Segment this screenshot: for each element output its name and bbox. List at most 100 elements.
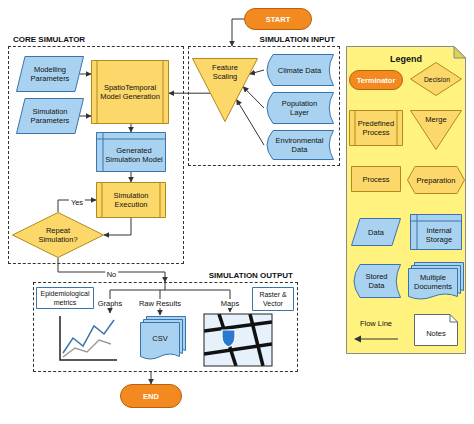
decision-diamond: Repeat Simulation? — [12, 212, 104, 258]
note-box: Raster & Vector — [252, 287, 294, 311]
flow-line — [80, 74, 92, 75]
edge-label: Yes — [69, 198, 85, 207]
shape-label: SpatioTemporal Model Generation — [99, 83, 161, 101]
core-simulator-group: CORE SIMULATORModelling ParametersSimula… — [8, 46, 184, 264]
text-holder: Repeat Simulation? — [12, 212, 104, 258]
map-icon — [204, 314, 272, 366]
shape-label: START — [249, 15, 307, 24]
shape-label: Modelling Parameters — [26, 65, 74, 83]
branch-label: Raw Results — [137, 299, 183, 308]
process-stroke — [352, 167, 401, 192]
predefined-stroke — [355, 111, 397, 146]
text-holder: Population Layer — [264, 92, 334, 124]
shape-label: Generated Simulation Model — [105, 146, 163, 164]
legend-label: Decision — [424, 75, 448, 84]
text-holder: Flow Line — [351, 318, 401, 344]
shape-label: END — [125, 392, 177, 401]
merge-triangle: Feature Scaling — [192, 58, 258, 122]
text-holder: Preparation — [407, 166, 465, 194]
data-stroke — [17, 99, 84, 134]
legend-item: Internal Storage — [410, 214, 462, 250]
label-holder: Graphs — [96, 292, 125, 310]
shape-label: Repeat Simulation? — [26, 226, 90, 244]
legend-item: Flow Line — [351, 318, 401, 344]
text-holder: Internal Storage — [410, 214, 462, 250]
data-parallelogram: Simulation Parameters — [16, 98, 84, 134]
shape-label: Epidemiological metrics — [38, 289, 92, 307]
predefined-stroke — [102, 183, 160, 218]
flow-line — [250, 70, 264, 74]
legend-label: Flow Line — [351, 319, 401, 328]
legend-heading: Legend — [388, 55, 424, 64]
shape-label: Feature Scaling — [202, 63, 248, 81]
text-holder: Epidemiological metrics — [36, 287, 94, 309]
terminator-stroke — [350, 71, 403, 90]
shape-label: Simulation Execution — [104, 191, 158, 209]
text-holder: Notes — [414, 314, 458, 346]
shape-label: Population Layer — [272, 99, 327, 117]
legend-item: Terminator — [349, 70, 403, 90]
legend-item: Multiple Documents — [408, 262, 464, 302]
text-holder: SpatioTemporal Model Generation — [91, 60, 169, 124]
text-holder: Predefined Process — [349, 110, 403, 146]
legend-label: Data — [361, 228, 391, 237]
text-holder: Multiple Documents — [408, 262, 464, 302]
data-stroke — [17, 57, 84, 92]
graph-icon — [55, 315, 118, 364]
shape-label: CSV — [142, 334, 178, 343]
flow-line — [80, 116, 92, 117]
legend-item: Stored Data — [351, 264, 401, 298]
text-holder: Terminator — [349, 70, 403, 90]
box-stroke — [37, 288, 94, 309]
stored-data-shape: Environmental Data — [264, 130, 334, 160]
shape-label: Raster & Vector — [254, 290, 292, 308]
flow-line — [131, 124, 132, 132]
internal-stroke — [411, 215, 462, 250]
predefined-stroke — [350, 111, 403, 146]
decision-stroke — [411, 63, 462, 96]
shape-label: Climate Data — [272, 66, 327, 75]
stored-stroke — [267, 93, 334, 124]
label-holder: Legend — [388, 48, 424, 66]
flow-line — [104, 218, 131, 235]
legend-item: Merge — [410, 110, 462, 150]
flow-line — [131, 172, 132, 182]
internal-stroke — [97, 133, 166, 172]
text-holder: Environmental Data — [264, 130, 334, 160]
text-holder: Stored Data — [351, 264, 401, 298]
box-outline — [252, 287, 294, 311]
legend-label: Preparation — [416, 176, 456, 185]
simulation-output-group: SIMULATION OUTPUTEpidemiological metrics… — [33, 282, 298, 372]
predefined-process-box: Simulation Execution — [96, 182, 166, 218]
output-branch — [110, 282, 230, 290]
group-heading: CORE SIMULATOR — [9, 34, 183, 45]
text-holder: Merge — [410, 110, 462, 150]
text-holder: Modelling Parameters — [16, 56, 84, 92]
box-stroke — [253, 288, 294, 311]
simulation-input-group: SIMULATION INPUTFeature ScalingClimate D… — [188, 46, 340, 166]
text-holder: Climate Data — [264, 54, 334, 86]
merge-stroke — [193, 59, 258, 122]
label-holder: Maps — [219, 292, 241, 310]
text-holder: CSV — [140, 316, 186, 362]
predefined-stroke — [92, 61, 169, 124]
flow-line — [232, 19, 244, 46]
text-holder: START — [244, 8, 312, 30]
label-holder: Raw Results — [137, 292, 183, 310]
legend-item: Preparation — [407, 166, 465, 194]
merge-stroke — [411, 111, 462, 150]
flow-line — [169, 93, 210, 94]
preparation-stroke — [408, 167, 465, 194]
terminator-stroke — [121, 385, 182, 408]
shape-label: Environmental Data — [272, 136, 327, 154]
stored-stroke — [267, 55, 334, 86]
branch-label: Maps — [219, 299, 241, 308]
text-holder: Feature Scaling — [192, 58, 258, 122]
text-holder: Data — [351, 218, 401, 246]
stored-stroke — [267, 131, 334, 160]
text-holder: Raster & Vector — [252, 287, 294, 311]
decision-stroke — [13, 213, 104, 258]
legend-label: Predefined Process — [357, 119, 395, 137]
internal-storage-box: Generated Simulation Model — [96, 132, 166, 172]
